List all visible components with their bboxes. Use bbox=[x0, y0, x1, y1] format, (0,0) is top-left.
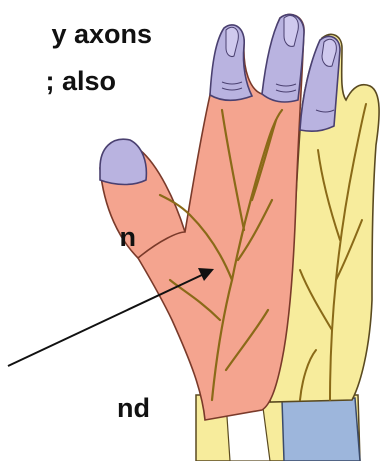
arrow-head bbox=[198, 268, 214, 281]
arrow-line bbox=[8, 274, 204, 366]
